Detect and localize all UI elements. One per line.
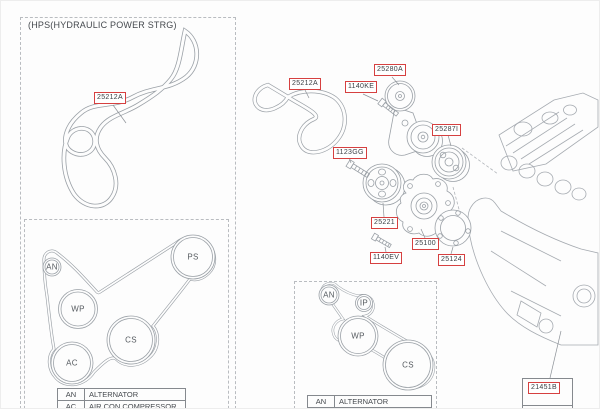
legend-code: AN bbox=[307, 395, 335, 408]
hps-pulley-ac: AC bbox=[66, 358, 78, 368]
legend-name: ALTERNATOR bbox=[84, 388, 186, 401]
hps-legend-table: AN ALTERNATOR AC AIR CON COMPRESSOR bbox=[57, 388, 186, 408]
legend-row: AC AIR CON COMPRESSOR bbox=[57, 400, 186, 408]
part-label-tensioner[interactable]: 25280A bbox=[374, 64, 406, 76]
std-pulley-wp: WP bbox=[351, 331, 365, 341]
legend-row: AN ALTERNATOR bbox=[57, 388, 186, 401]
legend-name: AIR CON COMPRESSOR bbox=[84, 400, 186, 408]
std-pulley-cs: CS bbox=[402, 360, 414, 370]
legend-code: AN bbox=[57, 388, 85, 401]
pump-pulley-drawing bbox=[362, 163, 406, 206]
std-legend-table: AN ALTERNATOR bbox=[307, 395, 432, 408]
engine-block-drawing bbox=[452, 92, 599, 346]
hps-routing-drawing bbox=[42, 234, 217, 387]
hps-section-box bbox=[20, 17, 236, 408]
part-label-water-pump[interactable]: 25100 bbox=[412, 238, 439, 250]
hps-section-title: (HPS(HYDRAULIC POWER STRG) bbox=[28, 20, 177, 30]
tensioner-bolt-drawing bbox=[377, 97, 400, 117]
pump-bolt-drawing bbox=[370, 232, 392, 249]
idler-pulley-drawing bbox=[431, 144, 470, 182]
part-label-gasket[interactable]: 25124 bbox=[438, 254, 465, 266]
std-routing-drawing bbox=[318, 281, 436, 391]
part-label-hps-belt[interactable]: 25212A bbox=[94, 92, 126, 104]
hps-pulley-wp: WP bbox=[71, 304, 85, 314]
part-label-cylinder-block[interactable]: 21451B bbox=[528, 382, 560, 394]
gasket-drawing bbox=[434, 209, 472, 247]
drive-belt-drawing bbox=[252, 82, 347, 155]
pulley-bolt-drawing bbox=[345, 159, 371, 179]
part-label-pump-pulley[interactable]: 25221 bbox=[371, 217, 398, 229]
hps-pulley-an: AN bbox=[46, 262, 58, 272]
hps-routing-box bbox=[24, 219, 229, 408]
part-label-pump-bolt[interactable]: 1140EV bbox=[370, 252, 403, 264]
legend-row: AN ALTERNATOR bbox=[307, 395, 432, 408]
tensioner-drawing bbox=[384, 80, 443, 157]
std-pulley-an: AN bbox=[323, 290, 335, 300]
hps-pulley-ps: PS bbox=[187, 252, 199, 262]
part-label-tensioner-bolt[interactable]: 1140KE bbox=[345, 81, 378, 93]
hps-pulley-cs: CS bbox=[125, 335, 137, 345]
part-label-pulley-bolt[interactable]: 1123GG bbox=[333, 147, 367, 159]
legend-code: AC bbox=[57, 400, 85, 408]
hps-belt-drawing bbox=[61, 27, 200, 209]
callout-divider bbox=[523, 405, 572, 406]
part-label-drive-belt[interactable]: 25212A bbox=[289, 78, 321, 90]
std-pulley-ip: IP bbox=[359, 298, 369, 308]
std-routing-box bbox=[294, 281, 437, 408]
leader-lines bbox=[112, 76, 562, 379]
legend-name: ALTERNATOR bbox=[334, 395, 432, 408]
part-label-idler-pulley[interactable]: 25287I bbox=[432, 124, 462, 136]
